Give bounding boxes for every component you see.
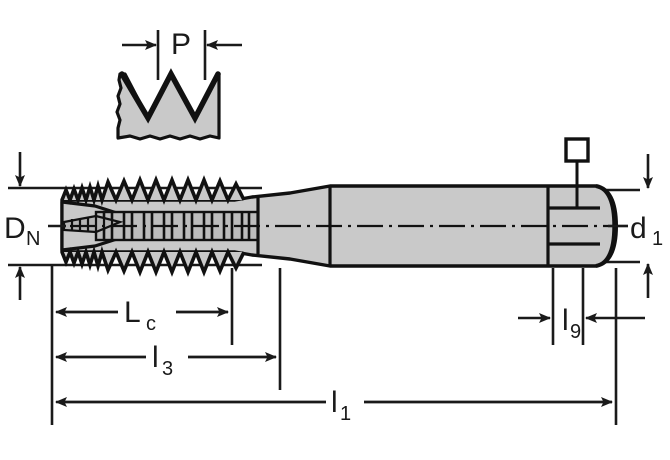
lc-label-main: L xyxy=(124,296,141,329)
dimension-l9: l 9 xyxy=(518,304,645,343)
l3-label-subscript: 3 xyxy=(162,358,173,380)
square-drive-symbol xyxy=(564,137,590,208)
bottom-extension-lines xyxy=(50,265,618,425)
l3-label-main: l xyxy=(152,341,159,374)
dn-label-main: D xyxy=(4,212,26,245)
l9-label-subscript: 9 xyxy=(570,321,581,343)
tap-tool-body xyxy=(60,175,628,277)
nose-flute-hatching xyxy=(70,216,114,232)
dimension-l3: l 3 xyxy=(55,338,277,380)
l1-label-main: l xyxy=(331,386,338,419)
square-glyph-icon xyxy=(564,137,590,163)
dimension-lc: L c xyxy=(55,294,229,335)
l1-label-subscript: 1 xyxy=(340,403,351,425)
thread-crests-upper xyxy=(60,175,246,207)
dimension-dn: D N xyxy=(4,152,66,300)
lc-label-subscript: c xyxy=(146,313,156,335)
l9-label-main: l xyxy=(562,304,569,337)
l1-label-backdrop xyxy=(326,383,364,417)
thread-crests-lower xyxy=(60,245,246,277)
lc-label-backdrop xyxy=(118,294,176,328)
l3-label-backdrop xyxy=(146,338,188,372)
dimension-l1: l 1 xyxy=(55,383,613,425)
nose-flute-detail xyxy=(62,214,124,234)
dimension-d1: d 1 xyxy=(608,154,663,298)
dn-label-subscript: N xyxy=(26,228,40,250)
d1-label-subscript: 1 xyxy=(652,228,663,250)
thread-vee-outline xyxy=(119,68,221,124)
d1-label-main: d xyxy=(630,212,647,245)
pitch-label: P xyxy=(171,28,191,61)
thread-profile-detail: P xyxy=(115,28,242,141)
